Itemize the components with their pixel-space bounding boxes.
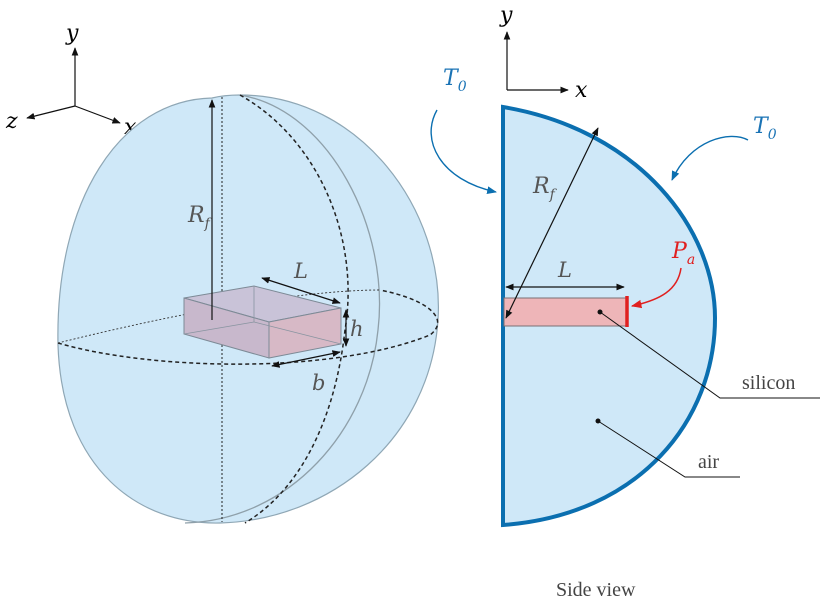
- axes-triad-right: y x: [499, 3, 588, 103]
- length-label-right: L: [557, 258, 572, 282]
- side-view-caption: Side view: [556, 579, 636, 601]
- axis-label-z: z: [5, 109, 18, 134]
- right-side-view: y x Rf L T0 T0 Pa s: [430, 3, 820, 601]
- silicon-slab: [503, 297, 627, 327]
- temp-arrow-left: [430, 109, 497, 194]
- radius-label-right: Rf: [532, 174, 558, 203]
- axis-label-y: y: [65, 21, 79, 46]
- front-meridian: [184, 94, 381, 524]
- axis-label-y-right: y: [499, 3, 513, 28]
- power-arrow: [630, 267, 682, 309]
- width-label-left: b: [312, 371, 325, 395]
- silicon-box-3d: [183, 285, 342, 359]
- silicon-leader: [599, 311, 820, 399]
- air-leader: [597, 420, 740, 478]
- axis-label-x-right: x: [575, 78, 588, 103]
- temp-label-right: T0: [753, 114, 777, 143]
- silicon-label: silicon: [742, 372, 795, 394]
- axes-triad-left: y z x: [5, 21, 137, 140]
- air-label: air: [698, 451, 719, 473]
- temp-arrow-right: [671, 135, 749, 181]
- length-label-left: L: [293, 259, 308, 283]
- left-3d-view: y z x Rf L h: [5, 21, 439, 524]
- power-label: Pa: [671, 239, 695, 268]
- radius-label-left: Rf: [187, 203, 213, 232]
- temp-label-left: T0: [443, 66, 467, 95]
- equator: [57, 289, 439, 365]
- height-label-left: h: [350, 317, 364, 341]
